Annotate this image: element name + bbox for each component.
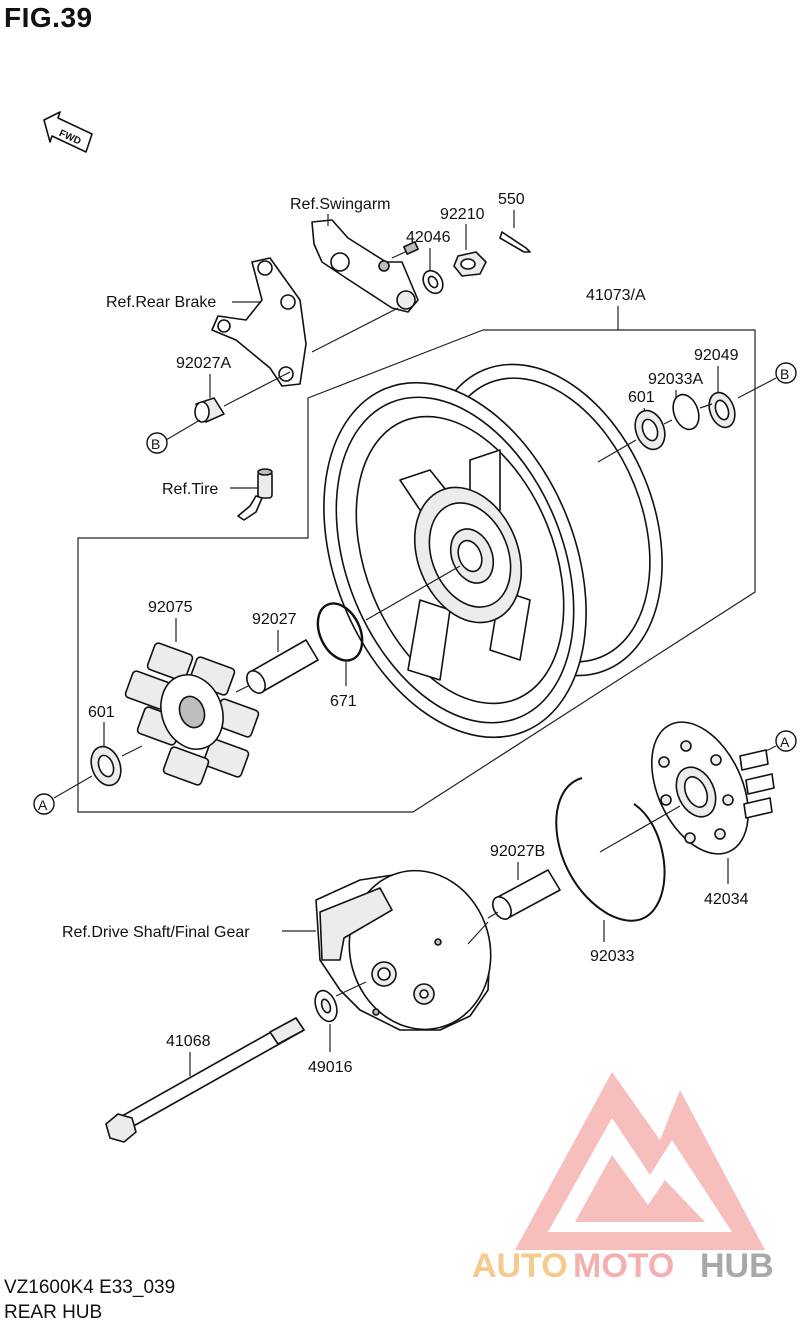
label-41073a: 41073/A [586, 287, 646, 304]
cotter-pin-part [499, 231, 531, 253]
assembly-frame [77, 329, 756, 813]
figure-name: REAR HUB [4, 1302, 103, 1323]
circlip-92033a-part [672, 393, 700, 431]
rear-wheel-part [323, 363, 663, 739]
marker-a-left: A [33, 793, 55, 815]
label-92033: 92033 [590, 948, 635, 965]
marker-b-left: B [146, 432, 168, 454]
label-550: 550 [498, 191, 525, 208]
label-92027: 92027 [252, 611, 297, 628]
label-601-top: 601 [628, 389, 655, 406]
label-42046: 42046 [406, 229, 451, 246]
axle-41068-part [105, 1017, 305, 1143]
label-92049: 92049 [694, 347, 739, 364]
svg-text:A: A [38, 797, 48, 813]
collar-92027a-part [194, 397, 225, 423]
svg-text:A: A [780, 734, 790, 750]
label-671: 671 [330, 693, 357, 710]
final-drive-housing-part [315, 869, 492, 1031]
nut-part [453, 251, 487, 277]
tire-valve-part [237, 468, 273, 521]
label-ref-drive-shaft: Ref.Drive Shaft/Final Gear [62, 924, 250, 941]
label-601-left: 601 [88, 704, 115, 721]
washer-49016-part [314, 989, 338, 1023]
bearing-601-top-part [634, 409, 666, 451]
figure-title: FIG.39 [4, 2, 93, 33]
seal-92049-part [708, 391, 736, 429]
label-ref-swingarm: Ref.Swingarm [290, 196, 390, 213]
label-41068: 41068 [166, 1033, 211, 1050]
label-ref-rear-brake: Ref.Rear Brake [106, 294, 216, 311]
washer-part [422, 269, 444, 295]
bearing-601-left-part [90, 745, 122, 787]
watermark-hub: HUB [700, 1247, 774, 1285]
collar-92027-part [246, 639, 319, 694]
marker-b-right: B [775, 362, 797, 384]
damper-92075-part [124, 642, 260, 786]
swingarm-part [311, 219, 419, 313]
svg-text:B: B [151, 436, 160, 452]
marker-a-right: A [775, 730, 797, 752]
watermark-moto: MOTO [573, 1247, 674, 1285]
rear-brake-bracket-part [211, 257, 307, 387]
label-92210: 92210 [440, 206, 485, 223]
label-ref-tire: Ref.Tire [162, 481, 218, 498]
label-92033a: 92033A [648, 371, 703, 388]
collar-92027b-part [492, 869, 561, 920]
label-92027a: 92027A [176, 355, 231, 372]
watermark-logo: AUTO MOTO HUB [472, 1072, 774, 1285]
fwd-arrow-icon: FWD [43, 111, 93, 153]
sprocket-hub-42034-part [650, 721, 775, 855]
label-49016: 49016 [308, 1059, 353, 1076]
watermark-auto: AUTO [472, 1247, 568, 1285]
label-42034: 42034 [704, 891, 749, 908]
label-92027b: 92027B [490, 843, 545, 860]
figure-code: VZ1600K4 E33_039 [4, 1277, 176, 1298]
svg-text:B: B [780, 366, 789, 382]
o-ring-671-part [316, 602, 364, 662]
label-92075: 92075 [148, 599, 193, 616]
circlip-92033-part [555, 777, 666, 922]
